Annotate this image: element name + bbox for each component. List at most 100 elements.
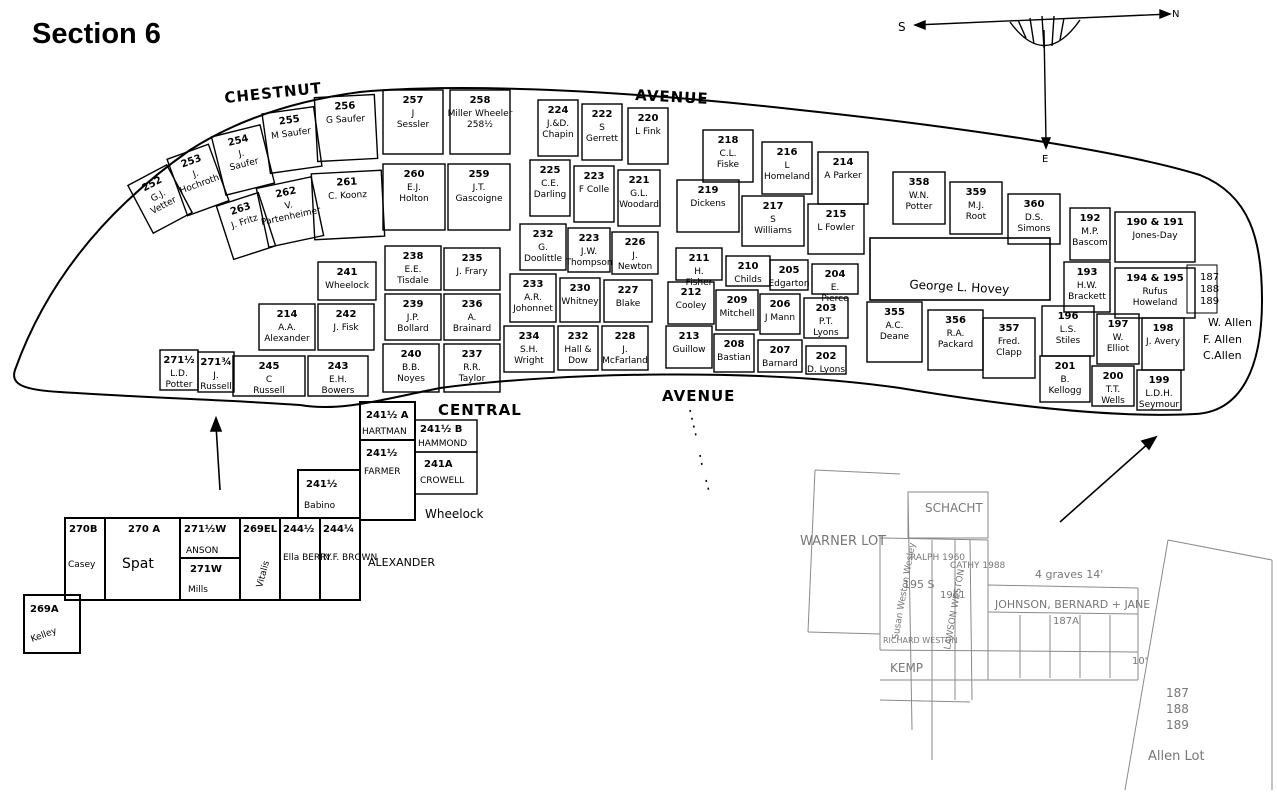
lot-number: 220 (638, 113, 659, 124)
lot-name: F Colle (579, 185, 610, 195)
lot-number: 259 (469, 169, 490, 180)
lot-number: 235 (462, 253, 483, 264)
lot-number: 223 (579, 233, 600, 244)
lot-name: M.J. (968, 201, 984, 211)
lot-name: E.J. (407, 183, 421, 193)
lot-number: 225 (540, 165, 561, 176)
lot-name: Elliot (1107, 344, 1130, 354)
left-hammond-name: HAMMOND (418, 439, 467, 449)
lot-box (519, 223, 567, 271)
lot-name: J.T. (472, 183, 486, 193)
lot-name: Chapin (542, 130, 573, 140)
lot-name: Wheelock (325, 281, 370, 291)
lot-box (603, 279, 653, 323)
lot-box (567, 227, 611, 273)
lot-name: Whitney (561, 297, 599, 307)
left-farmer-num: 241½ (366, 448, 397, 459)
lot-box (1039, 355, 1091, 403)
lot-name: Cooley (676, 301, 707, 311)
lot-box (741, 195, 805, 247)
section-boundary (13, 87, 1264, 416)
lot-number: 226 (625, 237, 646, 248)
lot-number: 210 (738, 261, 759, 272)
lot-name: Root (966, 212, 987, 222)
lot-number: 234 (519, 331, 540, 342)
lot-name: McFarland (602, 356, 648, 366)
lot-box (1063, 261, 1111, 313)
lot-name: C. Koonz (328, 190, 368, 202)
lot-name: L Fink (635, 127, 662, 137)
lot-number: 223 (584, 171, 605, 182)
lot-name: B. (1060, 375, 1069, 385)
left-244quarter-name: N.F. BROWN (323, 553, 377, 563)
lot-box (503, 325, 555, 373)
lot-name: D. Lyons (807, 365, 845, 375)
lot-number: 356 (945, 315, 966, 326)
lot-194 & 195: 194 & 195RufusHoweland (1114, 267, 1196, 319)
lot-name: Wright (514, 356, 544, 366)
lot-name: Homeland (764, 172, 810, 182)
street-avenue-bottom: AVENUE (662, 387, 735, 405)
left-crowell-num: 241A (424, 459, 453, 470)
lot-number: 192 (1080, 213, 1101, 224)
lot-number: 205 (779, 265, 800, 276)
lot-name: J (411, 109, 415, 119)
lot-name: J.P. (406, 313, 419, 323)
lot-number: 216 (777, 147, 798, 158)
lot-number: 228 (615, 331, 636, 342)
lot-number: 257 (403, 95, 424, 106)
lot-box (1096, 313, 1140, 365)
lot-box (805, 345, 847, 375)
right-richard: RICHARD WESTON (883, 636, 957, 645)
lot-box (713, 333, 755, 373)
compass-east: E (1042, 154, 1048, 165)
lot-box (627, 107, 669, 165)
lot-number: 241 (337, 267, 358, 278)
lot-name: Barnard (762, 359, 798, 369)
left-270a-num: 270 A (128, 524, 160, 535)
lot-name: 258½ (467, 120, 493, 130)
lot-box (665, 325, 713, 369)
lot-name: Alexander (264, 334, 310, 344)
lot-name: Jones-Day (1131, 231, 1178, 241)
lot-name: J. Fisk (332, 323, 359, 333)
left-crowell-name: CROWELL (420, 476, 464, 486)
street-central: CENTRAL (438, 401, 522, 419)
lot-name: G. (538, 243, 548, 253)
street-avenue-top: AVENUE (635, 86, 709, 108)
lot-202: 202 D. Lyons (805, 345, 847, 375)
right-10ft: 10' (1132, 656, 1147, 667)
lot-number: 202 (816, 351, 837, 362)
lot-box (210, 123, 276, 197)
lot-number: 254 (227, 133, 250, 149)
lot-name: Russell (200, 382, 231, 392)
left-271halfw-name: ANSON (186, 546, 218, 556)
detail-left (23, 401, 478, 654)
lot-number: 198 (1153, 323, 1174, 334)
lot-number: 206 (770, 299, 791, 310)
lot-box (447, 163, 511, 231)
lot-number: 207 (770, 345, 791, 356)
left-269a-num: 269A (30, 604, 59, 615)
lot-name: Russell (253, 386, 284, 396)
